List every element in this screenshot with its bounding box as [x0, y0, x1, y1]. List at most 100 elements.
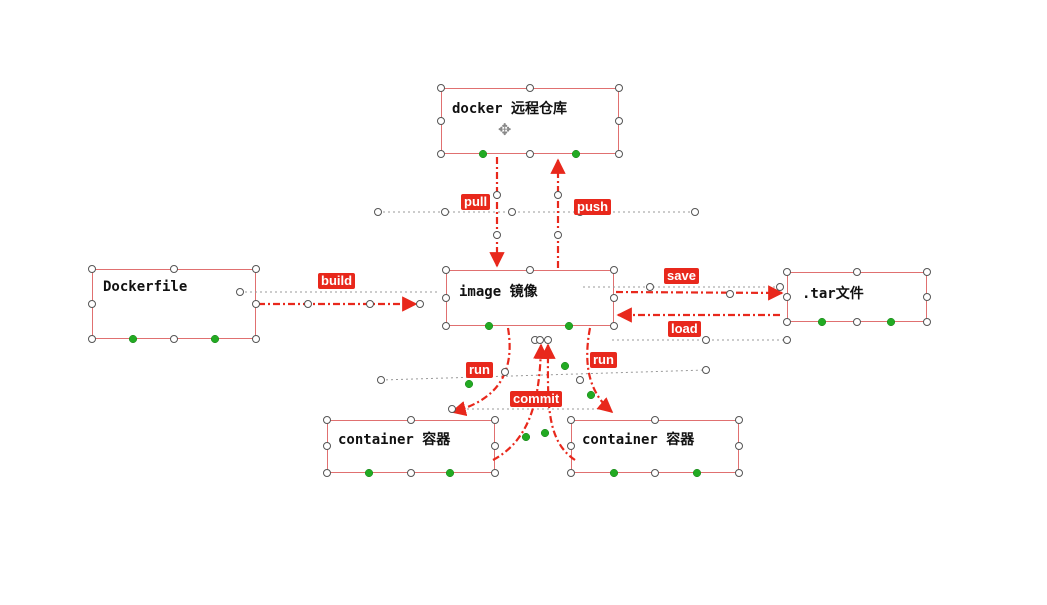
- node-remote-repository-label: docker 远程仓库: [452, 101, 568, 117]
- selection-handle: [88, 335, 96, 343]
- selection-handle: [236, 288, 244, 296]
- selection-handle: [448, 405, 456, 413]
- selection-handle: [646, 283, 654, 291]
- selection-handle: [726, 290, 734, 298]
- selection-handle: [88, 265, 96, 273]
- selection-handle: [853, 268, 861, 276]
- selection-handle: [493, 231, 501, 239]
- selection-handle: [508, 208, 516, 216]
- selection-handle: [407, 469, 415, 477]
- selection-handle: [615, 117, 623, 125]
- selection-handle: [491, 469, 499, 477]
- selection-handle: [567, 416, 575, 424]
- selection-handle: [783, 318, 791, 326]
- selection-handle: [776, 283, 784, 291]
- guide-line: [380, 369, 707, 381]
- edge-label-run-left: run: [466, 362, 493, 378]
- edge-label-run-right: run: [590, 352, 617, 368]
- selection-handle: [491, 442, 499, 450]
- edge-label-load: load: [668, 321, 701, 337]
- selection-handle: [576, 376, 584, 384]
- selection-handle: [441, 208, 449, 216]
- selection-handle: [323, 442, 331, 450]
- connection-point: [540, 428, 550, 438]
- selection-handle: [493, 191, 501, 199]
- selection-handle: [610, 294, 618, 302]
- connection-point: [817, 317, 827, 327]
- node-container-right-label: container 容器: [582, 432, 695, 448]
- connection-point: [484, 321, 494, 331]
- connection-point: [609, 468, 619, 478]
- edge-label-push: push: [574, 199, 612, 215]
- selection-handle: [735, 469, 743, 477]
- connection-point: [445, 468, 455, 478]
- selection-handle: [554, 231, 562, 239]
- connection-point: [692, 468, 702, 478]
- selection-handle: [252, 335, 260, 343]
- connection-point: [128, 334, 138, 344]
- selection-handle: [366, 300, 374, 308]
- selection-handle: [416, 300, 424, 308]
- selection-handle: [491, 416, 499, 424]
- selection-handle: [304, 300, 312, 308]
- selection-handle: [442, 322, 450, 330]
- run-right-arrow: [586, 327, 614, 413]
- selection-handle: [554, 191, 562, 199]
- connection-point: [560, 361, 570, 371]
- selection-handle: [567, 442, 575, 450]
- connection-point: [564, 321, 574, 331]
- selection-handle: [651, 469, 659, 477]
- selection-handle: [651, 416, 659, 424]
- connection-point: [886, 317, 896, 327]
- node-tar-file-label: .tar文件: [802, 286, 864, 302]
- selection-handle: [923, 268, 931, 276]
- selection-handle: [526, 84, 534, 92]
- connection-point: [210, 334, 220, 344]
- selection-handle: [783, 268, 791, 276]
- connection-point: [521, 432, 531, 442]
- selection-handle: [501, 368, 509, 376]
- node-dockerfile-label: Dockerfile: [103, 279, 188, 295]
- selection-handle: [442, 266, 450, 274]
- selection-handle: [377, 376, 385, 384]
- selection-handle: [783, 293, 791, 301]
- selection-handle: [783, 336, 791, 344]
- selection-handle: [88, 300, 96, 308]
- selection-handle: [526, 150, 534, 158]
- selection-handle: [407, 416, 415, 424]
- selection-handle: [536, 336, 544, 344]
- selection-handle: [323, 416, 331, 424]
- connection-point: [364, 468, 374, 478]
- selection-handle: [610, 266, 618, 274]
- selection-handle: [735, 442, 743, 450]
- selection-handle: [437, 84, 445, 92]
- edge-label-save: save: [664, 268, 699, 284]
- selection-handle: [702, 336, 710, 344]
- selection-handle: [437, 150, 445, 158]
- selection-handle: [437, 117, 445, 125]
- selection-handle: [323, 469, 331, 477]
- selection-handle: [610, 322, 618, 330]
- move-cursor-icon: ✥: [498, 120, 512, 139]
- edge-label-build: build: [318, 273, 356, 289]
- selection-handle: [170, 335, 178, 343]
- edge-label-pull: pull: [461, 194, 491, 210]
- selection-handle: [170, 265, 178, 273]
- save-arrow: [615, 285, 784, 301]
- connection-point: [478, 149, 488, 159]
- node-container-left-label: container 容器: [338, 432, 451, 448]
- connection-point: [586, 390, 596, 400]
- node-image-label: image 镜像: [459, 284, 538, 300]
- selection-handle: [252, 300, 260, 308]
- edge-label-commit: commit: [510, 391, 563, 407]
- selection-handle: [544, 336, 552, 344]
- selection-handle: [615, 150, 623, 158]
- selection-handle: [735, 416, 743, 424]
- selection-handle: [567, 469, 575, 477]
- selection-handle: [702, 366, 710, 374]
- selection-handle: [691, 208, 699, 216]
- selection-handle: [526, 266, 534, 274]
- connection-point: [571, 149, 581, 159]
